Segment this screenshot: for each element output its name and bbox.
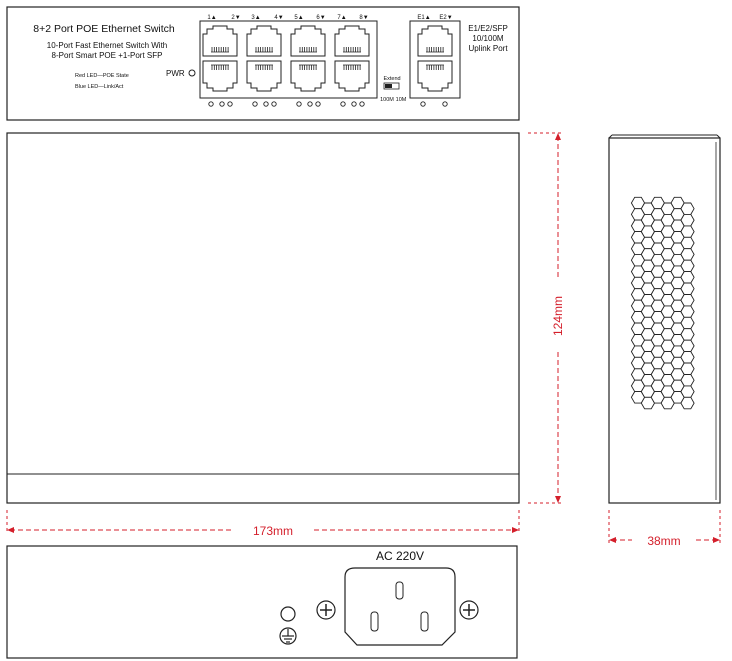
port-number-label-5: 5▲ [294, 15, 303, 21]
port-number-label-4: 4▼ [274, 15, 283, 21]
right-screw-icon [459, 600, 479, 620]
port-number-label-7: 7▲ [337, 15, 346, 21]
vent-hole-101 [680, 316, 695, 330]
width-dimension-label: 173mm [253, 524, 293, 538]
main-port-grid [202, 25, 370, 92]
port-led-3-3 [315, 101, 321, 107]
led-red-legend: Red LED—POE State [75, 73, 129, 79]
uplink-port-e1[interactable] [417, 25, 453, 57]
led-blue-legend: Blue LED—Link/Act [75, 84, 124, 90]
port-led-2-2 [263, 101, 269, 107]
height-dimension-label: 124mm [551, 296, 565, 336]
top-view-outline [6, 132, 520, 504]
vent-hole-100 [680, 305, 695, 318]
vent-hole-97 [680, 271, 695, 284]
ethernet-port-7[interactable] [334, 25, 370, 57]
ethernet-port-1[interactable] [202, 25, 238, 57]
ethernet-port-2[interactable] [202, 60, 238, 92]
main-led-row [208, 101, 365, 107]
front-panel: 8+2 Port POE Ethernet Switch 10-Port Fas… [6, 6, 520, 121]
port-number-label-1: 1▲ [207, 15, 216, 21]
port-led-1-3 [227, 101, 233, 107]
ventilation-grille [630, 196, 695, 410]
port-label-row: 1▲ 2▼ 3▲ 4▼ 5▲ 6▼ 7▲ 8▼ [207, 15, 368, 21]
vent-hole-102 [680, 328, 695, 341]
pwr-led [188, 69, 196, 77]
port-led-2-3 [271, 101, 277, 107]
uplink-caption-line2: 10/100M [472, 34, 503, 43]
uplink-port-grid [417, 25, 453, 92]
rear-panel: AC 220V [6, 545, 518, 659]
uplink-led-e1 [420, 101, 426, 107]
ethernet-port-5[interactable] [290, 25, 326, 57]
port-led-3-1 [296, 101, 302, 107]
port-number-label-8: 8▼ [359, 15, 368, 21]
vent-hole-107 [680, 385, 695, 398]
speed-switch-label: Extend [383, 76, 400, 82]
port-led-4-3 [359, 101, 365, 107]
uplink-led-e2 [442, 101, 448, 107]
ethernet-port-8[interactable] [334, 60, 370, 92]
ethernet-port-6[interactable] [290, 60, 326, 92]
vent-hole-103 [680, 339, 695, 353]
port-led-4-2 [351, 101, 357, 107]
vent-hole-91 [680, 202, 695, 215]
vent-hole-99 [680, 294, 695, 307]
port-led-1-2 [219, 101, 225, 107]
vent-hole-94 [680, 236, 695, 250]
uplink-number-label-2: E2▼ [439, 15, 452, 21]
switch-description-line1: 10-Port Fast Ethernet Switch With [47, 41, 168, 50]
port-led-3-2 [307, 101, 313, 107]
uplink-port-block [409, 20, 461, 99]
port-number-label-6: 6▼ [316, 15, 325, 21]
left-screw-icon [316, 600, 336, 620]
socket-earth-pin [395, 581, 404, 600]
port-led-1-1 [208, 101, 214, 107]
uplink-caption-line3: Uplink Port [468, 44, 508, 53]
height-dimension: 124mm [528, 132, 565, 504]
vent-hole-106 [680, 374, 695, 387]
speed-switch-right-label: 10M [396, 97, 407, 103]
width-dimension: 173mm [6, 510, 520, 538]
port-number-label-3: 3▲ [251, 15, 260, 21]
socket-neutral-pin [420, 611, 429, 632]
depth-dimension-label: 38mm [647, 534, 680, 548]
ethernet-port-4[interactable] [246, 60, 282, 92]
speed-switch-left-label: 100M [380, 97, 394, 103]
switch-description-line2: 8-Port Smart POE +1-Port SFP [52, 51, 163, 60]
port-led-2-1 [252, 101, 258, 107]
vent-hole-105 [680, 362, 695, 375]
vent-hole-92 [680, 213, 695, 227]
uplink-port-e2[interactable] [417, 60, 453, 92]
switch-title: 8+2 Port POE Ethernet Switch [33, 23, 175, 35]
uplink-led-row [420, 101, 448, 107]
uplink-label-row: E1▲ E2▼ [417, 15, 452, 21]
side-view [608, 134, 721, 504]
ethernet-port-3[interactable] [246, 25, 282, 57]
uplink-number-label-1: E1▲ [417, 15, 430, 21]
vent-hole-96 [680, 259, 695, 273]
port-number-label-2: 2▼ [231, 15, 240, 21]
vent-hole-93 [680, 225, 695, 238]
speed-switch-knob [385, 84, 392, 88]
vent-hole-104 [680, 351, 695, 364]
socket-live-pin [370, 611, 379, 632]
uplink-caption-line1: E1/E2/SFP [468, 24, 508, 33]
vent-hole-95 [680, 248, 695, 261]
power-input-label: AC 220V [376, 549, 424, 563]
vent-hole-108 [680, 396, 695, 410]
ground-terminal-icon [279, 606, 297, 645]
port-led-4-1 [340, 101, 346, 107]
top-view [6, 132, 520, 504]
pwr-label: PWR [166, 69, 185, 78]
ac-power-socket[interactable] [344, 567, 456, 646]
main-port-block [199, 20, 378, 99]
vent-hole-98 [680, 282, 695, 295]
depth-dimension: 38mm [608, 510, 721, 548]
